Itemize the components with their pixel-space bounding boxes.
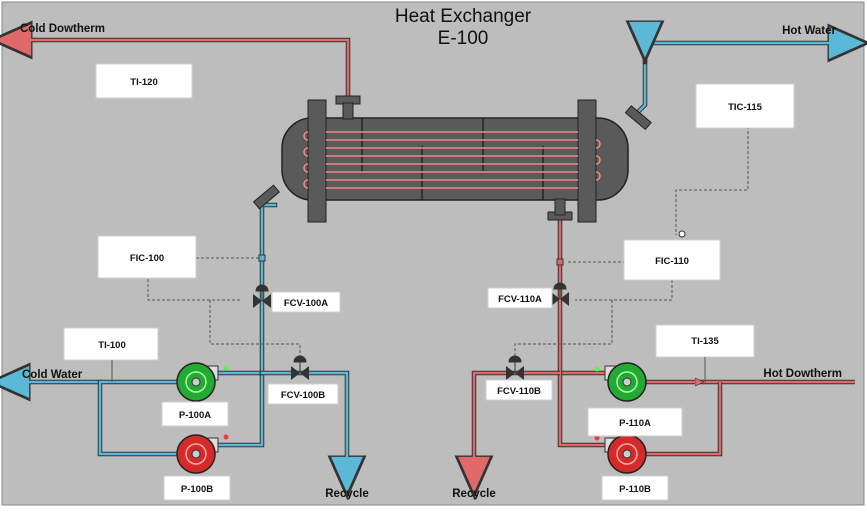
fcv-100b-label: FCV-100B: [281, 390, 325, 401]
tube-sheet-right: [577, 99, 597, 223]
flow-element-100: [258, 254, 266, 262]
instrument-tic-115[interactable]: TIC-115: [695, 83, 795, 129]
pump-p-110a-status-light: [594, 366, 600, 372]
diagram-subtitle: E-100: [438, 28, 489, 49]
pump-p-110a[interactable]: [594, 362, 647, 402]
pump-p-100b[interactable]: [176, 434, 229, 474]
instrument-ti-100[interactable]: TI-100: [63, 327, 159, 361]
instrument-ti-135[interactable]: TI-135: [655, 324, 755, 358]
instrument-fic-100[interactable]: FIC-100: [97, 235, 197, 279]
valve-fcv-110b[interactable]: [506, 355, 524, 380]
p-110a-label-box: P-110A: [587, 407, 683, 437]
fcv-100b-label-box: FCV-100B: [267, 383, 339, 405]
p-110b-label: P-110B: [619, 484, 651, 495]
valve-fcv-100b[interactable]: [291, 355, 309, 380]
p-100a-label-box: P-100A: [161, 401, 229, 427]
signal-lines: [147, 126, 749, 360]
tube-bundle: [303, 131, 601, 189]
instrument-ti-120[interactable]: TI-120: [95, 63, 193, 99]
pump-p-100a[interactable]: [176, 362, 229, 402]
flow-element-110: [556, 258, 564, 266]
ti-100-label: TI-100: [98, 340, 125, 351]
fcv-110a-label: FCV-110A: [498, 294, 542, 305]
baffles: [361, 118, 544, 200]
p-100b-label-box: P-100B: [163, 475, 231, 501]
pump-p-110b[interactable]: [594, 434, 647, 474]
tic-115-label: TIC-115: [728, 102, 763, 113]
fcv-110b-label: FCV-110B: [497, 386, 541, 397]
cold-dowtherm-label: Cold Dowtherm: [20, 23, 105, 35]
pump-p-100b-status-light: [223, 434, 229, 440]
valve-fcv-100a[interactable]: [253, 284, 271, 308]
pump-p-100a-status-light: [223, 365, 229, 371]
valve-fcv-110a[interactable]: [551, 282, 569, 306]
recycle-left-label: Recycle: [325, 488, 368, 500]
fcv-100a-label-box: FCV-100A: [271, 291, 341, 313]
ti-120-label: TI-120: [130, 77, 157, 88]
cold-water-label: Cold Water: [22, 369, 83, 381]
fic-110-label: FIC-110: [655, 256, 689, 267]
p-100a-label: P-100A: [179, 410, 211, 421]
cold-pipes: [8, 43, 854, 478]
p-110a-label: P-110A: [619, 418, 651, 429]
p-100b-label: P-100B: [181, 484, 213, 495]
ti-135-label: TI-135: [691, 336, 719, 347]
fcv-100a-label: FCV-100A: [284, 298, 328, 309]
diagram-title: Heat Exchanger: [395, 6, 532, 27]
recycle-right-label: Recycle: [452, 488, 495, 500]
heat-exchanger-e100[interactable]: [252, 95, 652, 223]
fic-100-label: FIC-100: [130, 253, 164, 264]
instrument-fic-110[interactable]: FIC-110: [623, 239, 721, 281]
p-110b-label-box: P-110B: [601, 475, 669, 501]
hot-dowtherm-label: Hot Dowtherm: [763, 368, 842, 380]
fcv-110a-label-box: FCV-110A: [487, 287, 553, 309]
fcv-110b-label-box: FCV-110B: [485, 379, 553, 401]
hot-water-label: Hot Water: [782, 25, 836, 37]
tube-sheet-left: [307, 99, 327, 223]
pump-p-110b-status-light: [594, 435, 600, 441]
temperature-element-115: [678, 230, 686, 238]
